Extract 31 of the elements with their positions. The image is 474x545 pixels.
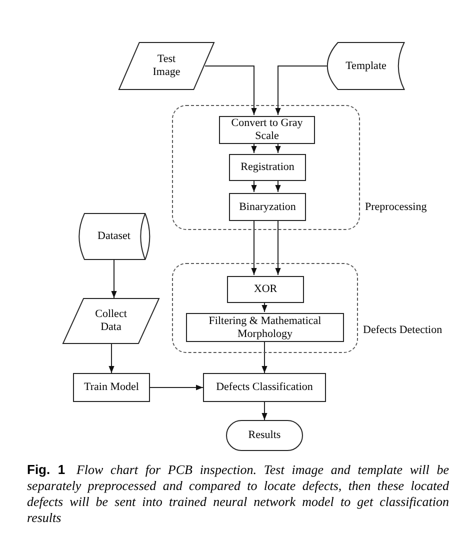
process-box: Defects Classification	[203, 373, 326, 402]
process-box: Binaryzation	[229, 193, 306, 221]
process-box: Train Model	[73, 373, 150, 402]
arrow	[262, 402, 268, 420]
node-label: Collect Data	[94, 308, 128, 334]
arrow	[150, 384, 204, 390]
arrow	[251, 142, 257, 154]
group-heading: Defects Detection	[363, 323, 442, 338]
arrow	[262, 302, 268, 312]
node-label: Template	[344, 60, 388, 72]
input-parallelogram	[118, 42, 215, 90]
arrow	[251, 180, 257, 192]
arrow	[251, 220, 257, 276]
node-label: Test Image	[152, 53, 182, 79]
process-box: Filtering & Mathematical Morphology	[186, 313, 344, 342]
stored-data-shape	[327, 42, 405, 90]
arrow	[275, 180, 281, 192]
arrow	[262, 340, 268, 374]
group-heading: Preprocessing	[365, 200, 427, 215]
arrow	[108, 344, 114, 374]
arrow	[204, 66, 257, 116]
node-label: Dataset	[96, 230, 132, 243]
arrow	[275, 66, 328, 116]
process-box: Registration	[229, 154, 306, 181]
arrow	[275, 220, 281, 276]
process-box: Convert to Gray Scale	[219, 116, 315, 144]
figure-caption: Fig. 1 Flow chart for PCB inspection. Test image and template will be separately preprocessed and compared to locate defects, then these located defects will be sent into trained neural network model to get classification results	[27, 462, 449, 526]
input-parallelogram	[62, 298, 160, 344]
arrow	[111, 260, 117, 298]
process-box: XOR	[227, 276, 304, 303]
arrow	[275, 142, 281, 154]
